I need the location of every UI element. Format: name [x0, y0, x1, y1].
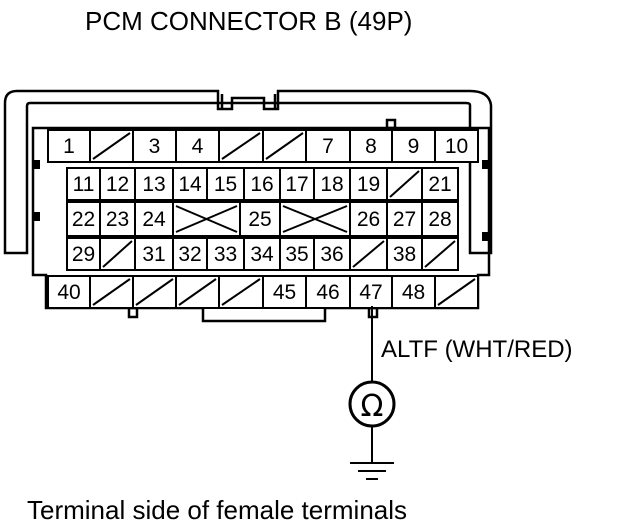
terminal-cell	[206, 167, 245, 201]
terminal-cell	[349, 129, 393, 163]
housing-top-key	[385, 118, 397, 130]
terminal-number: 15	[214, 173, 237, 196]
terminal-number: 45	[273, 281, 296, 304]
terminal-cell	[134, 201, 174, 237]
empty-cavity-slash	[221, 132, 261, 160]
terminal-cell	[391, 275, 436, 309]
empty-cavity-slash	[92, 132, 131, 160]
housing-locator-left-bottom	[33, 212, 40, 221]
ohmmeter-icon: Ω	[348, 380, 396, 428]
latch-tab	[220, 94, 277, 109]
terminal-cell	[134, 237, 174, 271]
terminal-number: 31	[142, 243, 165, 266]
housing-locator-right-top	[482, 160, 489, 169]
terminal-number: 26	[357, 208, 380, 231]
terminal-cell	[239, 201, 281, 237]
housing-locator-left-top	[33, 160, 40, 169]
terminal-cell	[421, 201, 459, 237]
empty-cavity-slash	[102, 240, 133, 268]
empty-cavity-slash	[352, 240, 385, 268]
terminal-number: 36	[320, 243, 343, 266]
caption: Terminal side of female terminals	[27, 495, 407, 525]
empty-cavity-slash	[178, 278, 217, 306]
terminal-cell	[305, 129, 351, 163]
terminal-cell	[66, 237, 101, 271]
terminal-number: 10	[445, 135, 468, 158]
empty-cavity-slash	[437, 278, 476, 306]
terminal-cell	[172, 237, 208, 271]
ohmmeter-symbol: Ω	[361, 389, 384, 424]
housing-bottom-key-left	[127, 306, 139, 319]
housing-inner-body	[31, 126, 491, 323]
blocked-cavity-cross	[175, 205, 238, 233]
terminal-number: 48	[402, 281, 425, 304]
connector-housing	[3, 89, 493, 323]
terminal-cell	[66, 167, 101, 201]
terminal-cell	[305, 275, 351, 309]
terminal-cell	[134, 167, 174, 201]
terminal-cell	[279, 167, 315, 201]
terminal-cell	[132, 129, 177, 163]
wire-label: ALTF (WHT/RED)	[381, 336, 573, 363]
terminal-cell	[313, 167, 351, 201]
terminal-number: 17	[285, 173, 308, 196]
housing-locator-right-bottom	[482, 232, 489, 241]
terminal-cell	[386, 237, 423, 271]
empty-cavity-slash	[389, 170, 420, 198]
terminal-cell	[243, 237, 281, 271]
terminal-number: 11	[73, 173, 95, 196]
terminal-number: 23	[106, 208, 129, 231]
terminal-number: 27	[393, 208, 416, 231]
terminal-number: 9	[408, 135, 420, 158]
meter-circuit: ALTF (WHT/RED) Ω	[348, 306, 573, 480]
terminal-number: 19	[357, 173, 380, 196]
terminal-number: 47	[359, 281, 382, 304]
terminal-cell	[243, 167, 281, 201]
terminal-cell	[47, 275, 91, 309]
terminal-number: 46	[316, 281, 339, 304]
terminal-number: 1	[63, 135, 75, 158]
terminal-number: 28	[428, 208, 451, 231]
empty-cavity-slash	[265, 132, 304, 160]
terminal-number: 18	[320, 173, 343, 196]
terminal-cell	[66, 201, 101, 237]
terminal-number: 34	[250, 243, 274, 266]
terminal-cell	[175, 129, 220, 163]
terminal-number: 8	[365, 135, 377, 158]
terminal-number: 35	[285, 243, 308, 266]
blocked-cavity-cross	[282, 205, 348, 233]
terminal-number: 29	[72, 243, 95, 266]
empty-cavity-slash	[424, 240, 456, 268]
terminal-number: 13	[142, 173, 165, 196]
terminal-number: 14	[178, 173, 202, 196]
empty-cavity-slash	[135, 278, 174, 306]
terminal-number: 12	[106, 173, 129, 196]
terminal-number: 24	[142, 208, 166, 231]
terminal-cell	[421, 167, 459, 201]
empty-cavity-slash	[92, 278, 131, 306]
terminal-number: 3	[149, 135, 161, 158]
terminal-number: 16	[250, 173, 273, 196]
terminal-number: 32	[178, 243, 201, 266]
housing-outer-shell	[3, 89, 493, 255]
terminal-cell	[99, 167, 136, 201]
empty-cavity-slash	[221, 278, 261, 306]
terminal-number: 22	[72, 208, 95, 231]
terminal-number: 40	[57, 281, 80, 304]
terminal-cell	[349, 167, 388, 201]
terminal-cell	[434, 129, 479, 163]
terminal-number: 25	[248, 208, 271, 231]
terminal-number: 7	[322, 135, 334, 158]
terminal-number: 4	[192, 135, 204, 158]
ground-icon	[350, 462, 394, 480]
terminal-number: 21	[428, 173, 451, 196]
diagram-title: PCM CONNECTOR B (49P)	[85, 6, 412, 36]
terminal-number: 38	[393, 243, 416, 266]
terminal-number: 33	[214, 243, 237, 266]
